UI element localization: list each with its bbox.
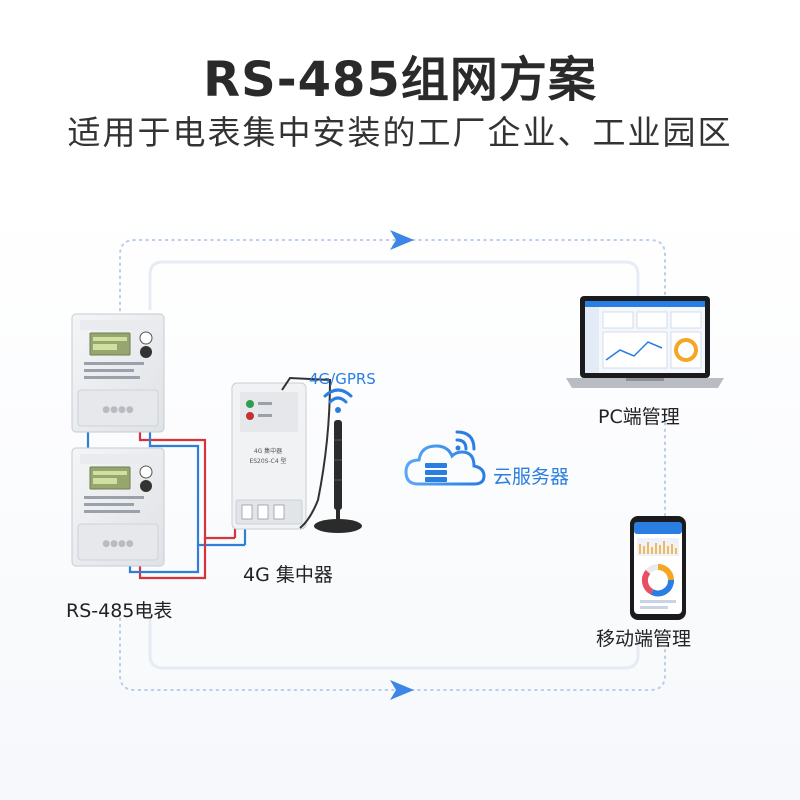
page-title: RS-485组网方案	[203, 52, 597, 108]
laptop-pc	[566, 296, 724, 388]
svg-text:●●●●: ●●●●	[102, 539, 134, 549]
meter-label: RS-485电表	[66, 600, 173, 622]
page-subtitle: 适用于电表集中安装的工厂企业、工业园区	[67, 113, 733, 152]
flow-arrow-top	[390, 230, 414, 250]
mobile-phone	[630, 516, 686, 620]
outer-flow-loop	[119, 239, 666, 691]
concentrator-label: 4G 集中器	[243, 564, 333, 586]
inner-flow-loop	[148, 260, 640, 670]
svg-text:●●●●: ●●●●	[102, 405, 134, 415]
cloud-server-icon	[404, 444, 486, 486]
electric-meter-2: ●●●●	[71, 447, 165, 567]
4g-concentrator-device: 4G 集中器 ES20S-C4 型	[231, 382, 307, 530]
electric-meter-1: ●●●●	[71, 313, 165, 433]
concentrator-face-line2: ES20S-C4 型	[249, 457, 286, 465]
mobile-management-label: 移动端管理	[596, 628, 692, 650]
flow-arrow-bottom	[390, 680, 414, 700]
concentrator-face-line1: 4G 集中器	[254, 447, 282, 455]
network-label: 4G/GPRS	[309, 370, 376, 388]
cloud-signal-icon	[455, 430, 476, 451]
cloud-server-label: 云服务器	[493, 466, 570, 488]
wireless-signal-icon	[323, 388, 353, 413]
pc-management-label: PC端管理	[598, 406, 680, 428]
